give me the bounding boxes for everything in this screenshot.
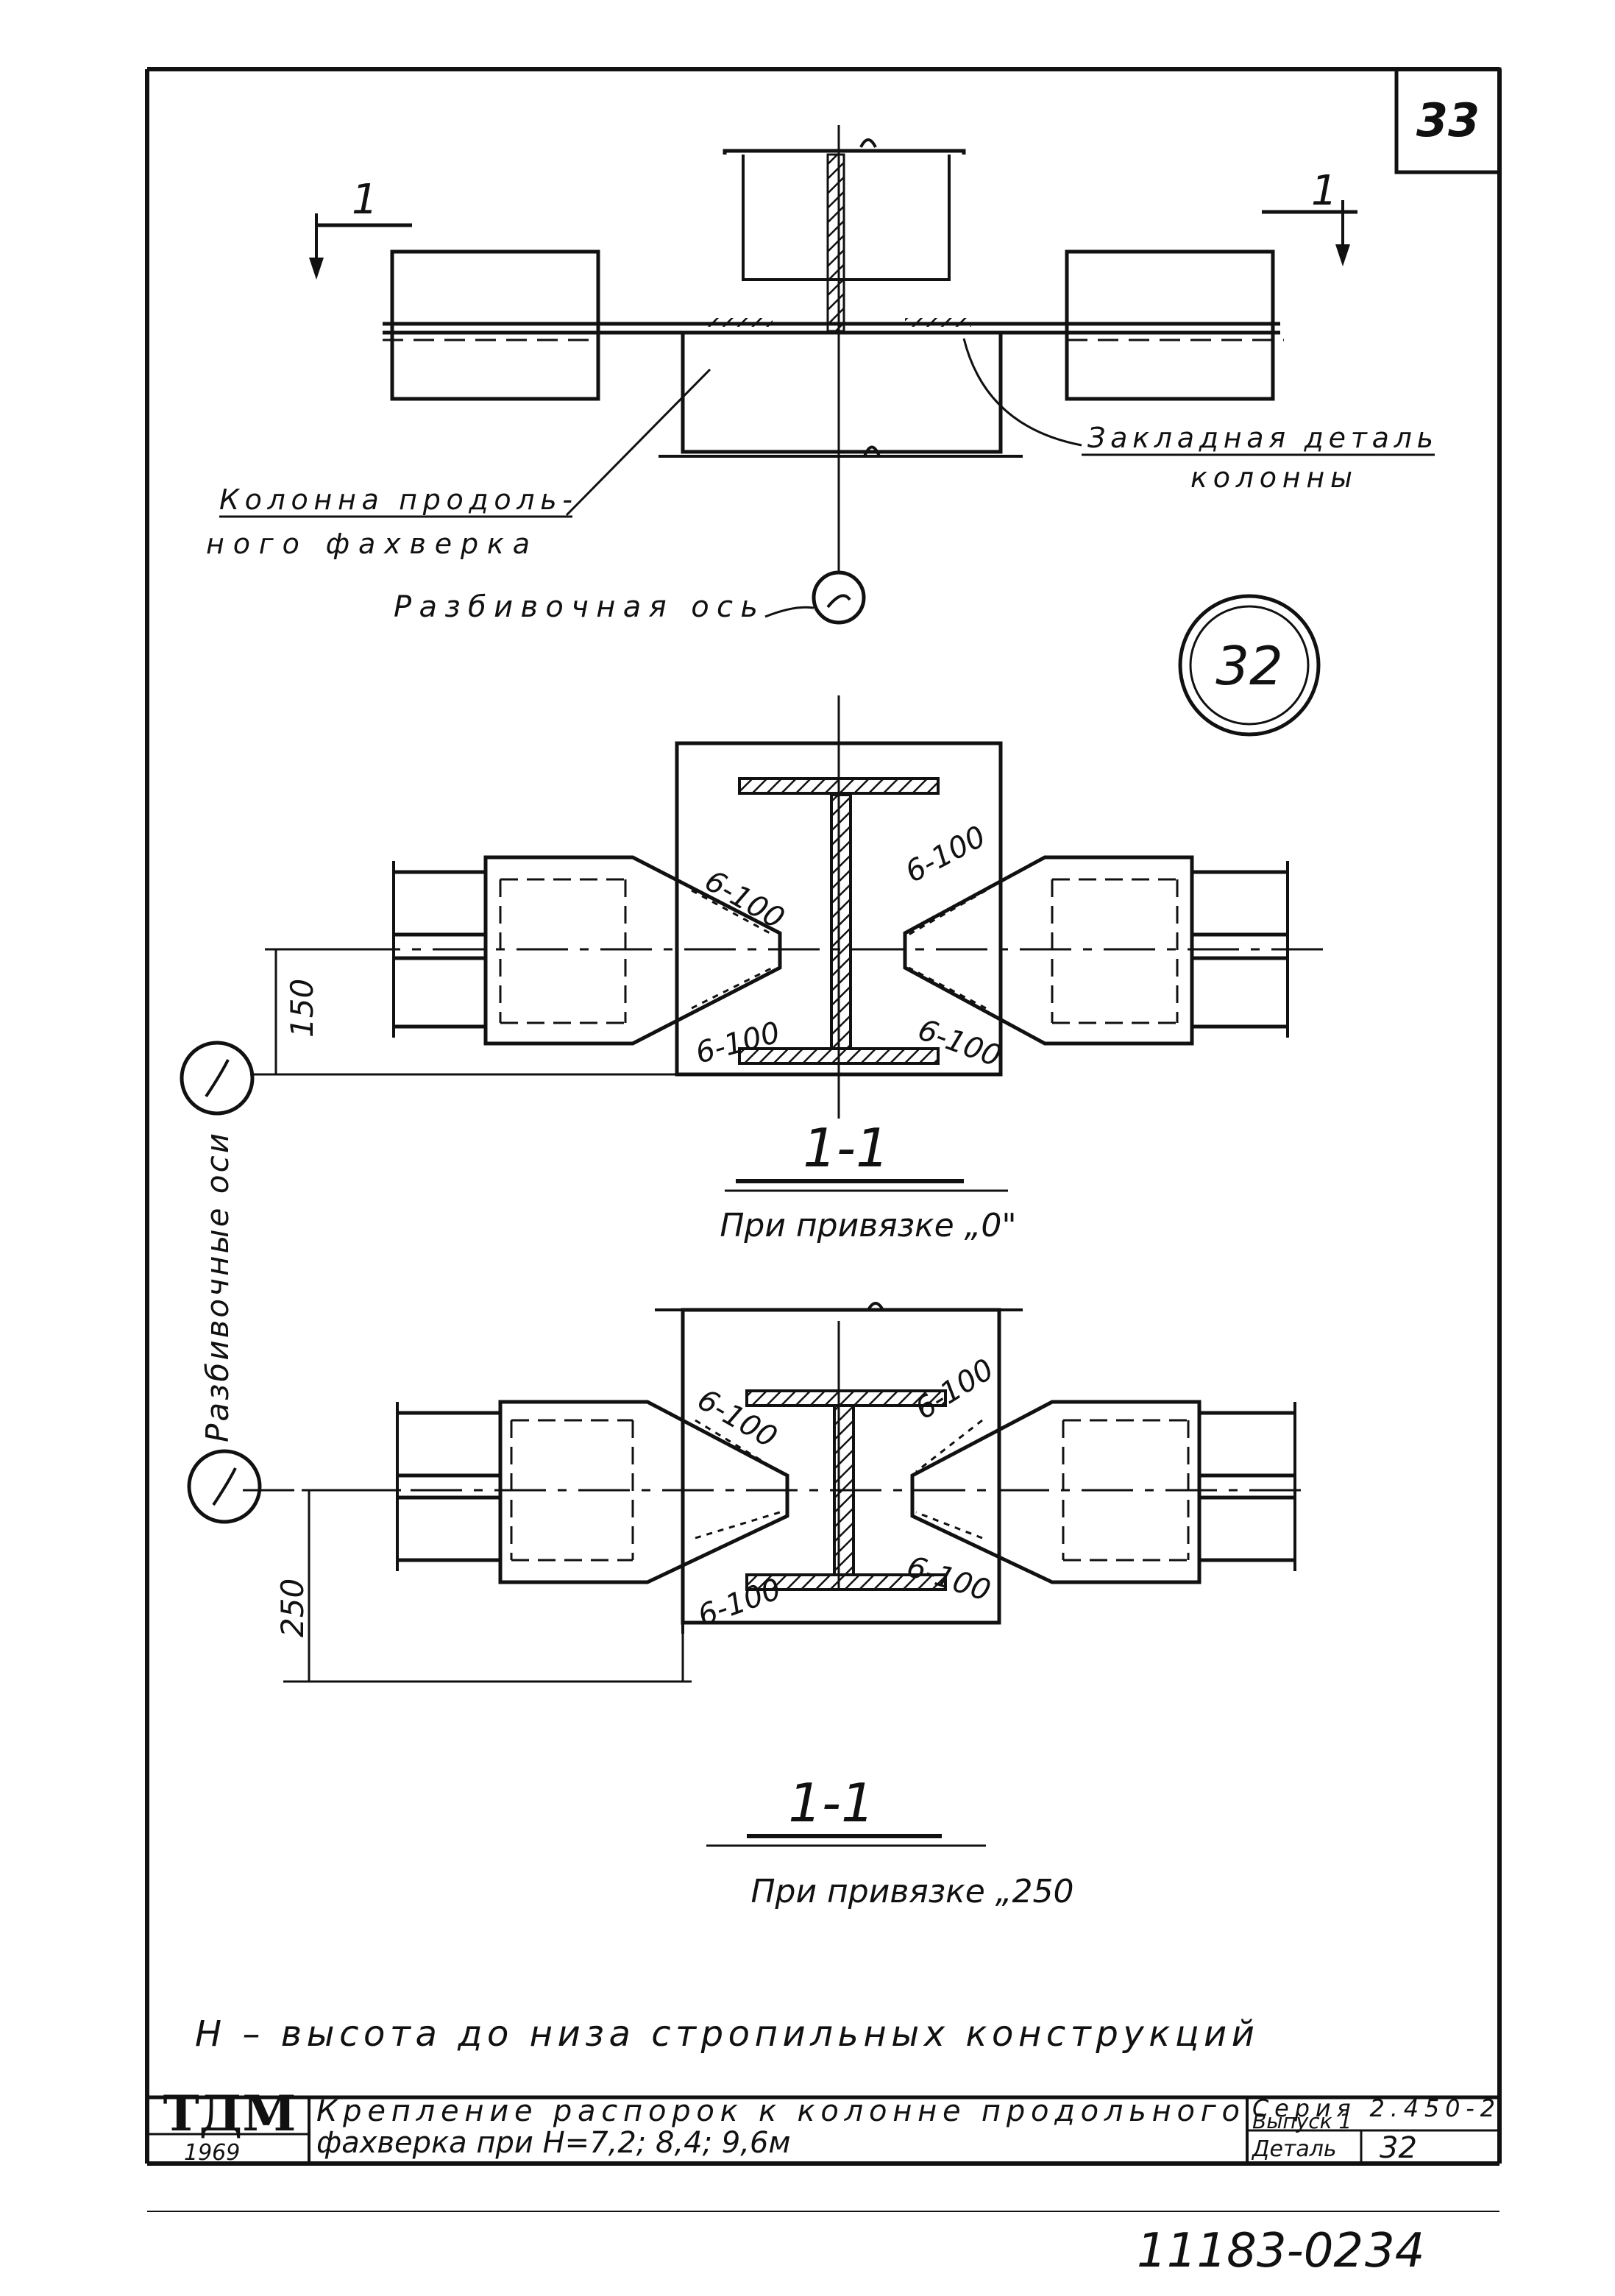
sheet-code: 11183-02 xyxy=(1137,2224,1363,2278)
detail-number: 32 xyxy=(1380,2131,1417,2165)
dimension-label: 150 xyxy=(284,979,320,1038)
axis-bubble xyxy=(812,570,866,625)
section-mark-right: 1 xyxy=(1311,167,1338,215)
logo: ТДМ xyxy=(163,2085,297,2142)
label-column-2: ного фахверка xyxy=(206,528,530,560)
label-embedded-2: колонны xyxy=(1190,461,1352,494)
year: 1969 xyxy=(184,2140,240,2166)
weld-label: 6-100 xyxy=(900,820,991,890)
page-number-box: 33 xyxy=(1394,67,1502,174)
weld-label: 6-100 xyxy=(699,864,790,936)
title-block: ТДМ 1969 Крепление распорок к колонне пр… xyxy=(147,2085,1499,2166)
section-title: 1-1 xyxy=(803,1117,890,1179)
section-title: 1-1 xyxy=(788,1772,875,1834)
dimension-label: 250 xyxy=(274,1578,310,1637)
label-column: Колонна продоль- xyxy=(219,483,572,516)
drawing-title-line-2: фахверка при H=7,2; 8,4; 9,6м xyxy=(316,2126,791,2160)
detail-label: Деталь xyxy=(1251,2136,1337,2162)
detail-reference-circle: 32 xyxy=(1178,594,1321,737)
height-note: H – высота до низа стропильных конструкц… xyxy=(195,2013,1254,2055)
label-axis: Разбивочная ось xyxy=(394,590,758,624)
section-subtitle: При привязке „250 xyxy=(750,1873,1073,1910)
issue: Выпуск 1 xyxy=(1252,2109,1352,2133)
page-number: 33 xyxy=(1416,93,1480,147)
top-view: 1 1 xyxy=(309,125,1357,625)
detail-circle-number: 32 xyxy=(1215,635,1283,697)
sheet-number: 34 xyxy=(1365,2224,1424,2278)
section-1-view xyxy=(254,695,1324,1119)
label-embedded: Закладная деталь xyxy=(1087,422,1433,454)
section-subtitle: При привязке „0" xyxy=(720,1207,1016,1244)
section-mark-left: 1 xyxy=(352,176,378,224)
drawing-title-line-1: Крепление распорок к колонне продольного xyxy=(316,2094,1240,2128)
sheet-frame xyxy=(145,67,1502,2212)
weld-label: 6-100 xyxy=(909,1353,1000,1427)
section-2-view xyxy=(243,1302,1302,1683)
weld-label: 6-100 xyxy=(903,1550,995,1609)
axis-callout xyxy=(180,1041,262,1524)
side-axis-label: Разбивочные оси xyxy=(199,1133,235,1442)
